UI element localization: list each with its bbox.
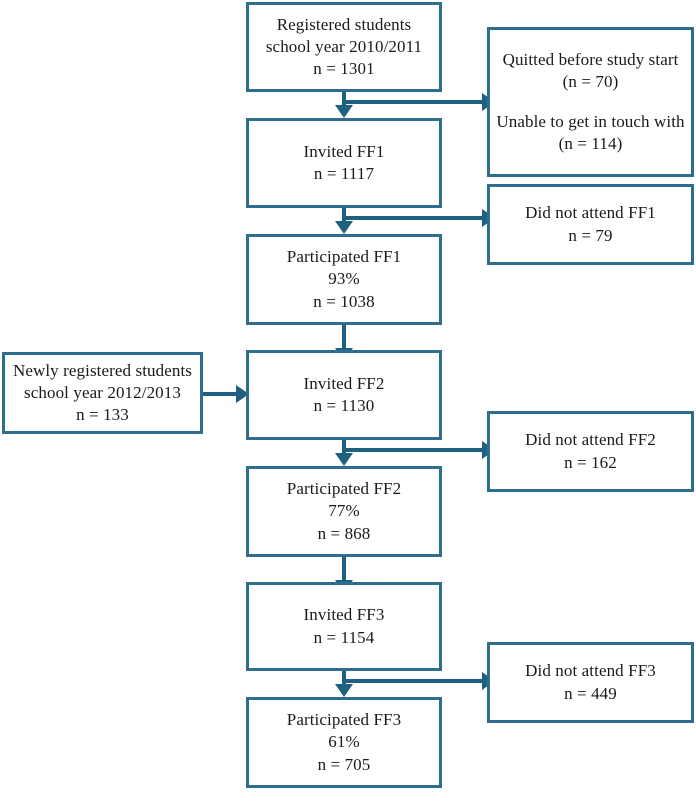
node-invited-ff1-line2: n = 1117 <box>313 164 375 183</box>
node-participated-ff2-line2: 77% <box>328 501 360 521</box>
node-participated-ff1-line2: 93% <box>328 269 360 289</box>
node-exclusions-study-start: Quitted before study start (n = 70) Unab… <box>487 27 694 177</box>
node-participated-ff3: Participated FF3 61% n = 705 <box>246 697 442 788</box>
node-did-not-attend-ff3: Did not attend FF3 n = 449 <box>487 642 694 723</box>
connector-newly-registered-right <box>203 392 249 396</box>
connector-junction4-right <box>342 679 495 683</box>
node-participated-ff2-line1: Participated FF2 <box>286 479 402 499</box>
node-registered-line3: n = 1301 <box>313 59 375 79</box>
node-invited-ff2-line1: Invited FF2 <box>303 373 385 393</box>
node-participated-ff1-line1: Participated FF1 <box>286 247 402 267</box>
arrowhead-to-participated-ff2 <box>335 453 353 466</box>
node-not-attend-ff2-line2: n = 162 <box>564 452 617 472</box>
node-registered-line2: school year 2010/2011 <box>265 36 423 56</box>
node-participated-ff3-line3: n = 705 <box>317 754 371 774</box>
node-invited-ff2-line2: n = 1130 <box>313 396 375 415</box>
node-did-not-attend-ff2: Did not attend FF2 n = 162 <box>487 411 694 492</box>
node-participated-ff2-line3: n = 868 <box>317 523 371 543</box>
connector-junction2-right <box>342 216 495 220</box>
node-invited-ff3-line1: Invited FF3 <box>303 605 385 625</box>
arrowhead-to-participated-ff1 <box>335 221 353 234</box>
node-exclusions-line3: Unable to get in touch with <box>496 111 685 131</box>
node-exclusions-line1: Quitted before study start <box>502 50 679 70</box>
node-newly-registered-line1: Newly registered students <box>12 360 193 380</box>
connector-junction1-right <box>342 100 495 104</box>
connector-participated-ff1-down <box>342 325 346 353</box>
arrowhead-to-invited-ff2-left <box>236 385 249 403</box>
node-did-not-attend-ff1: Did not attend FF1 n = 79 <box>487 184 694 265</box>
node-newly-registered-students: Newly registered students school year 20… <box>2 352 203 434</box>
connector-junction3-right <box>342 448 495 452</box>
node-not-attend-ff2-line1: Did not attend FF2 <box>525 430 656 450</box>
node-not-attend-ff3-line2: n = 449 <box>564 683 617 703</box>
node-invited-ff2: Invited FF2 n = 1130 <box>246 350 442 440</box>
node-registered-line1: Registered students <box>276 14 412 34</box>
node-participated-ff1: Participated FF1 93% n = 1038 <box>246 234 442 325</box>
node-invited-ff1: Invited FF1 n = 1117 <box>246 118 442 208</box>
node-invited-ff3-line2: n = 1154 <box>313 627 375 647</box>
node-participated-ff3-line1: Participated FF3 <box>286 710 402 730</box>
node-not-attend-ff1-line1: Did not attend FF1 <box>525 203 656 223</box>
node-not-attend-ff3-line1: Did not attend FF3 <box>525 661 656 681</box>
node-newly-registered-line2: school year 2012/2013 <box>24 382 181 402</box>
arrowhead-to-invited-ff1 <box>335 105 353 118</box>
node-invited-ff3: Invited FF3 n = 1154 <box>246 582 442 671</box>
node-registered-students: Registered students school year 2010/201… <box>246 2 442 92</box>
node-participated-ff3-line2: 61% <box>328 732 360 752</box>
node-invited-ff1-line1: Invited FF1 <box>303 141 385 161</box>
node-participated-ff2: Participated FF2 77% n = 868 <box>246 466 442 557</box>
node-exclusions-line2: (n = 70) <box>562 72 619 92</box>
node-participated-ff1-line3: n = 1038 <box>313 291 375 311</box>
connector-participated-ff2-down <box>342 557 346 585</box>
node-newly-registered-line3: n = 133 <box>76 405 129 425</box>
node-not-attend-ff1-line2: n = 79 <box>568 225 613 245</box>
node-exclusions-line4: (n = 114) <box>558 133 623 153</box>
arrowhead-to-participated-ff3 <box>335 684 353 697</box>
